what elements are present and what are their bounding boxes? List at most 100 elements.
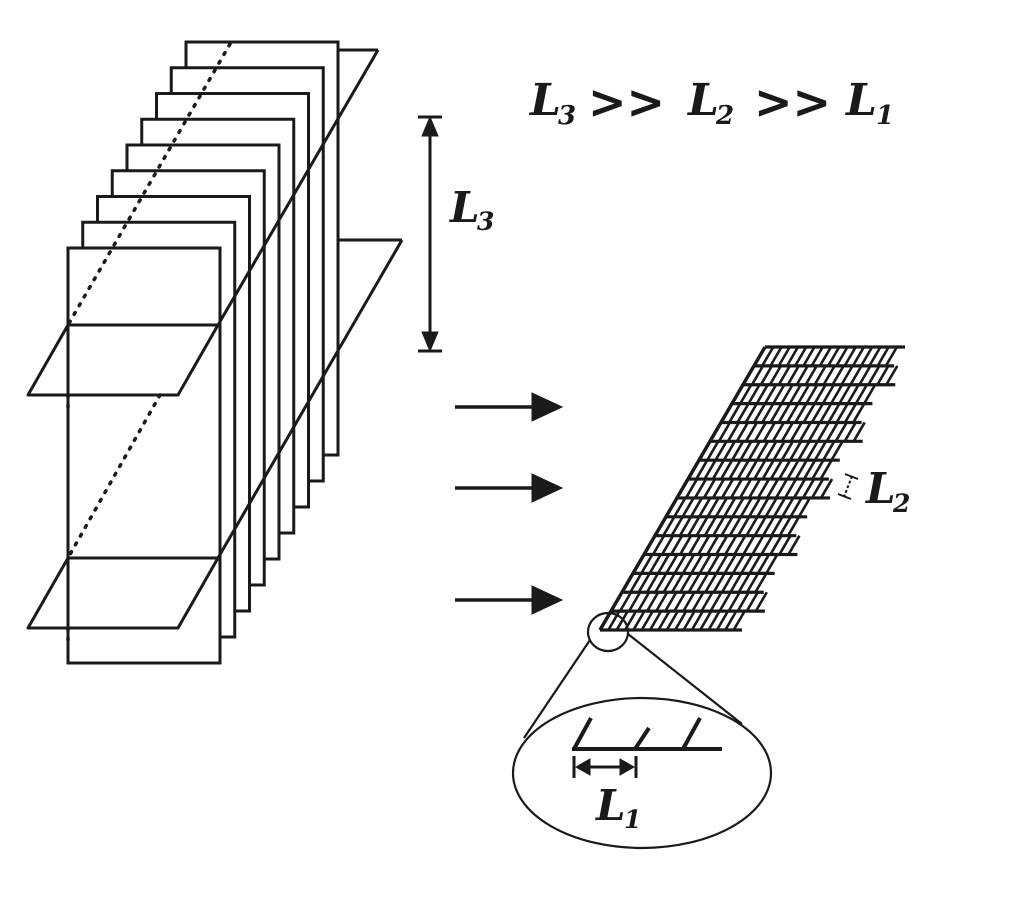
grating-fin xyxy=(735,421,750,442)
grating-fin xyxy=(830,440,844,461)
grating-fin xyxy=(718,591,732,612)
grating-fin xyxy=(731,440,745,461)
grating-fin xyxy=(678,535,693,556)
grating-fin xyxy=(764,497,778,518)
grating-fin xyxy=(733,535,747,556)
grating-fin xyxy=(885,365,899,386)
dimension-arrow-L3 xyxy=(418,115,442,353)
grating-fin xyxy=(632,610,646,631)
grating-fin xyxy=(761,402,775,424)
grating-fin xyxy=(778,516,792,537)
grating-fin xyxy=(706,497,720,518)
grating-fin xyxy=(843,402,858,424)
relation-L3-subscript: 3 xyxy=(558,101,576,131)
grating-fin xyxy=(761,346,775,367)
grating-fin xyxy=(724,535,738,556)
grating-fin xyxy=(702,478,717,499)
grating-fin xyxy=(780,440,794,461)
magnifier-source-circle xyxy=(586,611,630,653)
magnifier-zoom-ellipse xyxy=(511,696,773,850)
grating-fin xyxy=(737,572,751,593)
grating-fin xyxy=(690,553,704,575)
grating-fin xyxy=(739,440,753,461)
grating-fin xyxy=(802,346,816,367)
grating-fin xyxy=(755,384,769,405)
grating-fin xyxy=(786,459,800,480)
grating-fin xyxy=(851,346,866,367)
grating-fin xyxy=(740,553,754,575)
grating-fin xyxy=(783,478,798,499)
grating-fin xyxy=(690,610,705,631)
grating-fin xyxy=(662,572,676,593)
grating-fin xyxy=(691,591,705,612)
grating-fin xyxy=(715,535,729,556)
relation-L1-subscript: 1 xyxy=(876,101,894,131)
grating-fin xyxy=(674,610,688,631)
grating-fin xyxy=(729,478,744,499)
grating-fin xyxy=(756,478,771,499)
grating-fin xyxy=(673,591,687,612)
grating-fin xyxy=(726,421,741,442)
grating-fin xyxy=(876,365,890,386)
grating-fin xyxy=(747,478,762,499)
relation-L1-symbol: L xyxy=(844,75,877,126)
grating-fin xyxy=(648,610,663,631)
grating-fin xyxy=(827,402,841,424)
grating-fin xyxy=(819,459,833,480)
dimension-label-L2: L 2 xyxy=(865,464,910,518)
grating-fin xyxy=(744,402,758,424)
grating-fin xyxy=(834,421,848,442)
grating-fin xyxy=(821,384,835,405)
grating-fin xyxy=(781,497,795,518)
grating-fin xyxy=(794,346,808,367)
grating-fin xyxy=(829,384,844,405)
dim-L1-subscript: 1 xyxy=(624,805,641,834)
grating-fin xyxy=(772,497,787,518)
grating-fin xyxy=(660,535,675,556)
grating-fin xyxy=(819,478,834,499)
grating-fin xyxy=(682,610,696,631)
grating-fin xyxy=(693,478,708,499)
grating-fin xyxy=(747,384,761,405)
grating-fin xyxy=(827,346,841,367)
grating-fin xyxy=(769,535,783,556)
grating-fin xyxy=(731,553,746,575)
grating-fin xyxy=(810,402,825,424)
grating-fin xyxy=(703,516,718,537)
dim-L3-symbol: L xyxy=(449,183,480,232)
grating-fin xyxy=(645,572,660,593)
grating-fin xyxy=(795,365,809,386)
grating-fin xyxy=(852,402,866,424)
grating-fin xyxy=(858,365,872,386)
grating-fin xyxy=(669,535,684,556)
grating-fin xyxy=(884,346,899,367)
grating-fin xyxy=(706,553,721,575)
grating-fin xyxy=(737,516,751,537)
grating-fin xyxy=(805,384,819,405)
grating-fin xyxy=(627,591,642,612)
transition-arrows xyxy=(455,392,564,615)
grating-fin xyxy=(618,591,633,612)
grating-fin xyxy=(797,440,811,461)
grating-fin xyxy=(778,535,792,556)
grating-fin xyxy=(662,516,676,537)
grating-fin xyxy=(788,384,802,405)
grating-fin xyxy=(786,516,801,537)
relation-operator-1: >> xyxy=(588,75,665,129)
dim-L2-symbol: L xyxy=(865,464,896,513)
grating-fin xyxy=(742,535,756,556)
grating-fin xyxy=(786,365,800,386)
grating-fin xyxy=(695,459,709,480)
grating-fin xyxy=(651,535,666,556)
grating-fin xyxy=(698,553,712,575)
grating-fin xyxy=(797,497,812,518)
upper-slicing-plane xyxy=(26,48,380,397)
grating-fin xyxy=(712,516,726,537)
grating-fin xyxy=(810,346,824,367)
grating-fin xyxy=(763,384,778,405)
grating-fin xyxy=(785,346,800,367)
grating-fin xyxy=(787,535,801,556)
dimension-label-L1: L 1 xyxy=(595,781,641,834)
grating-left-edge xyxy=(598,346,767,631)
zoom-detail xyxy=(572,717,722,751)
